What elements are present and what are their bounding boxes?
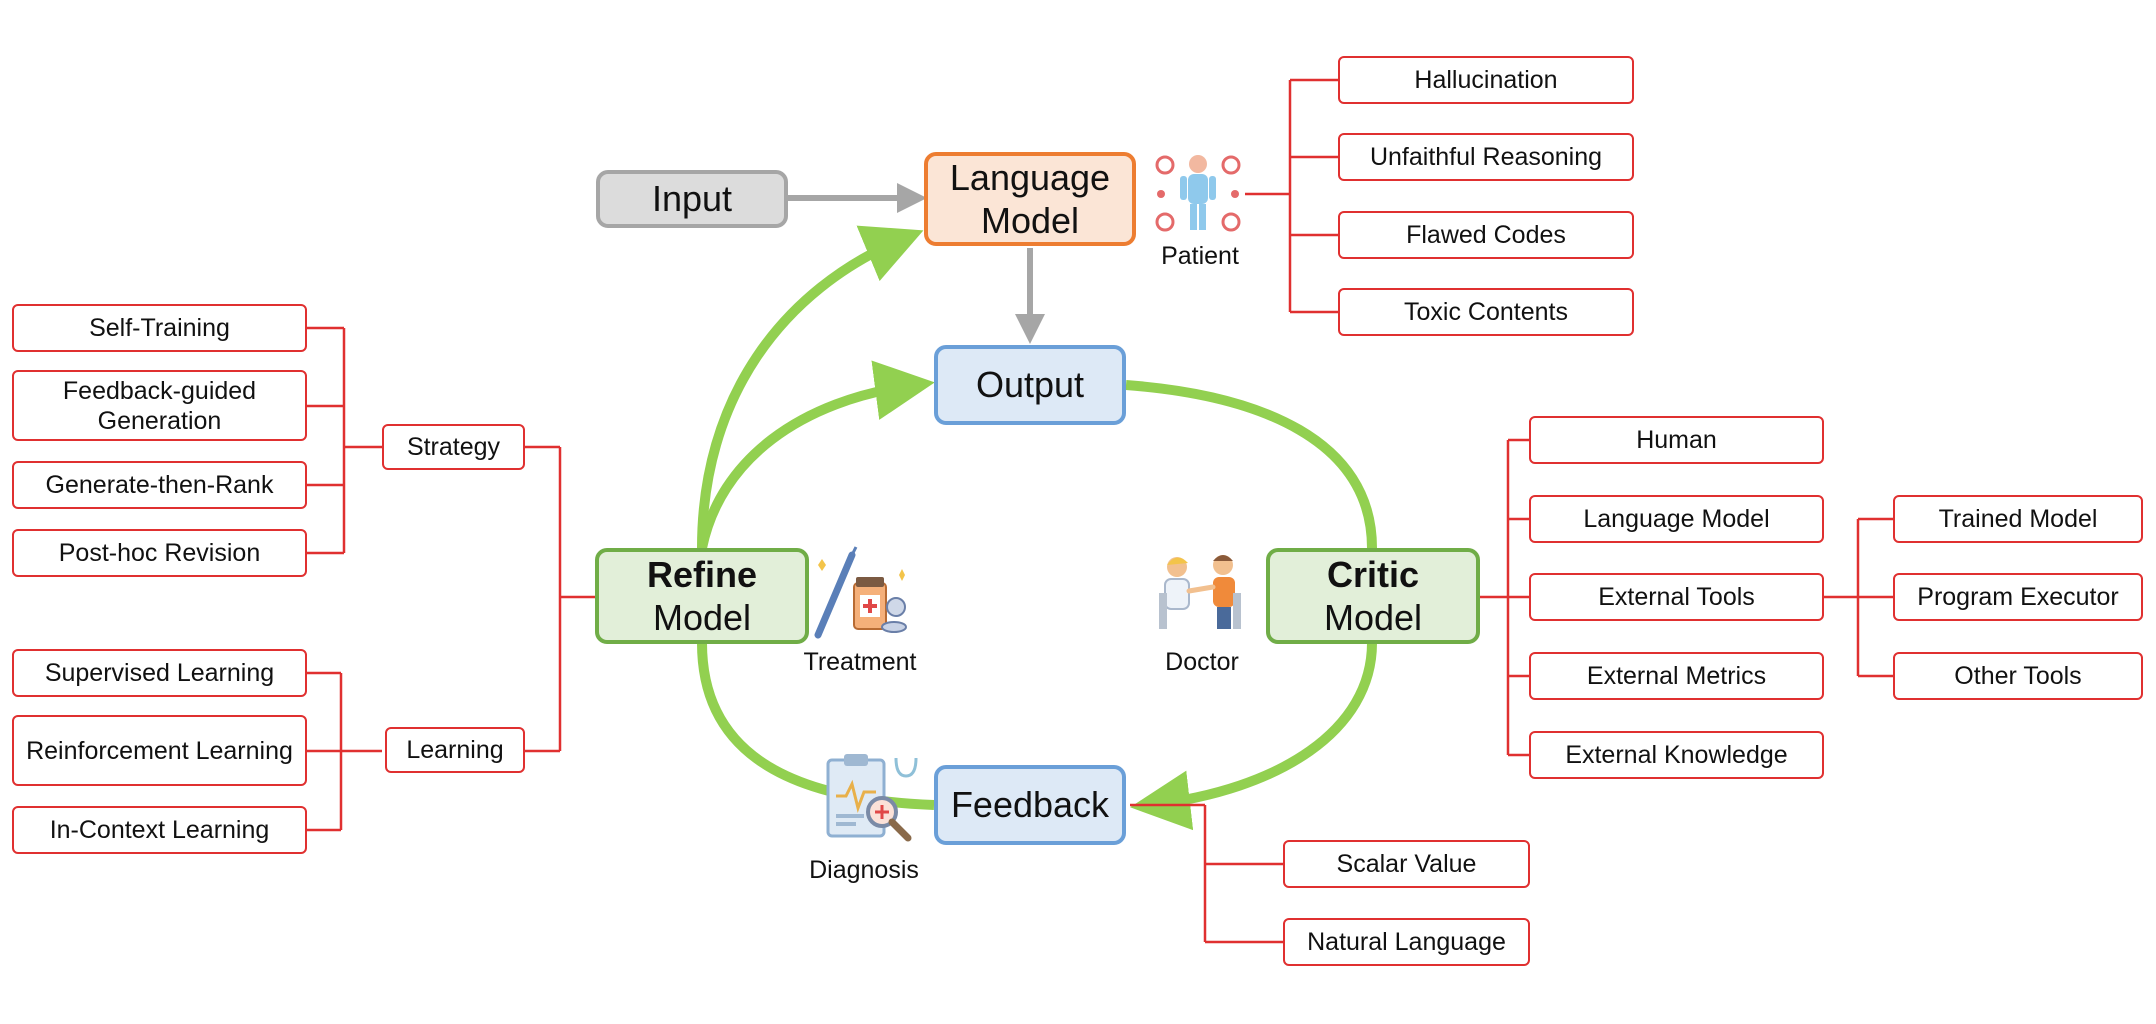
learning-in-context: In-Context Learning [12,806,307,854]
language-model-label-line2: Model [980,200,1080,241]
critic-model-node: Critic Model [1266,548,1480,644]
output-node: Output [934,345,1126,425]
strategy-generate-then-rank: Generate-then-Rank [12,461,307,509]
doctor-icon [1159,555,1241,629]
refine-tree-lines [307,326,595,832]
tool-trained-model: Trained Model [1893,495,2143,543]
strategy-post-hoc-revision: Post-hoc Revision [12,529,307,577]
problem-flawed-codes: Flawed Codes [1338,211,1634,259]
input-node: Input [596,170,788,228]
tool-program-executor: Program Executor [1893,573,2143,621]
refine-label-line2: Model [652,597,752,638]
critic-source-language-model: Language Model [1529,495,1824,543]
input-label: Input [651,178,733,220]
critic-source-human: Human [1529,416,1824,464]
refine-label-line1: Refine [646,553,758,595]
critic-source-external-metrics: External Metrics [1529,652,1824,700]
refine-learning-node: Learning [385,727,525,773]
feedback-scalar-value: Scalar Value [1283,840,1530,888]
learning-reinforcement: Reinforcement Learning [12,715,307,786]
feedback-label: Feedback [950,784,1110,826]
diagnosis-icon [826,754,918,842]
doctor-caption: Doctor [1165,648,1239,676]
patient-icon [1155,155,1241,232]
problem-toxic-contents: Toxic Contents [1338,288,1634,336]
treatment-icon [814,546,907,639]
feedback-node: Feedback [934,765,1126,845]
refine-model-node: Refine Model [595,548,809,644]
refine-to-lm-arrow [697,225,924,549]
learning-supervised: Supervised Learning [12,649,307,697]
critic-source-external-knowledge: External Knowledge [1529,731,1824,779]
problem-hallucination: Hallucination [1338,56,1634,104]
refine-strategy-node: Strategy [382,424,525,470]
tool-other-tools: Other Tools [1893,652,2143,700]
treatment-caption: Treatment [803,648,917,676]
output-to-critic-arrow [1125,380,1377,549]
diagnosis-caption: Diagnosis [809,856,919,884]
language-model-label-line1: Language [949,156,1111,198]
refine-to-output-arrow [697,360,935,550]
feedback-natural-language: Natural Language [1283,918,1530,966]
critic-tree-lines [1480,438,1893,757]
output-label: Output [975,364,1085,406]
problem-unfaithful-reasoning: Unfaithful Reasoning [1338,133,1634,181]
feedback-tree-lines [1130,803,1283,944]
critic-to-feedback-arrow [1130,642,1377,831]
critic-label-line1: Critic [1326,553,1420,595]
critic-source-external-tools: External Tools [1529,573,1824,621]
patient-caption: Patient [1161,242,1239,270]
problems-tree-lines [1245,78,1338,314]
language-model-node: Language Model [924,152,1136,246]
critic-label-line2: Model [1323,597,1423,638]
strategy-feedback-guided-generation: Feedback-guided Generation [12,370,307,441]
strategy-self-training: Self-Training [12,304,307,352]
